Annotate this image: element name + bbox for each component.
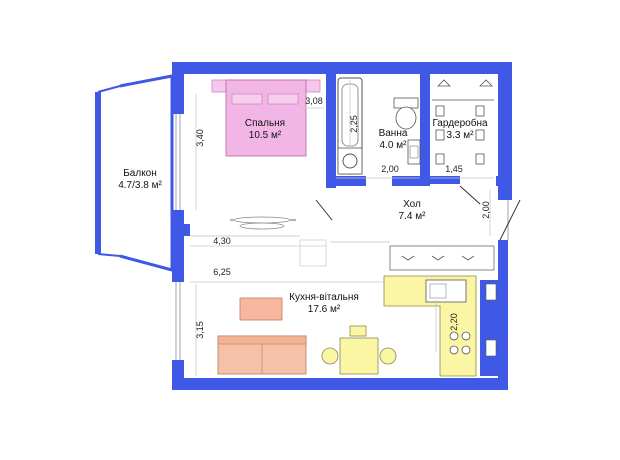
dim-bath-width: 2,00	[381, 164, 399, 174]
bathtub	[337, 77, 363, 175]
dimension-labels: 3,08 3,40 2,25 2,00 1,45 2,00 4,30 6,25 …	[195, 96, 491, 339]
sink	[407, 139, 421, 165]
dim-hall-width: 2,00	[481, 201, 491, 219]
wardrobe-name: Гардеробна	[432, 117, 488, 129]
hall-area: 7.4 м²	[399, 211, 427, 222]
balcony-area: 4.7/3.8 м²	[118, 180, 162, 191]
bedroom-area: 10.5 м²	[249, 130, 282, 141]
toilet	[393, 97, 419, 130]
dim-kitchen-depth: 3,15	[195, 321, 205, 339]
hall-name: Хол	[403, 199, 421, 210]
rug	[239, 297, 283, 321]
dim-bedroom-width: 3,08	[305, 96, 323, 106]
bed	[211, 79, 321, 157]
dim-bath-height: 2,25	[349, 115, 359, 133]
bathroom-area: 4.0 м²	[380, 140, 408, 151]
kitchen-area: 17.6 м²	[308, 304, 341, 315]
dim-wardrobe-width: 1,45	[445, 164, 463, 174]
dim-bedroom-depth: 3,40	[195, 129, 205, 147]
kitchen-counter	[383, 275, 477, 377]
sofa	[217, 335, 307, 375]
balcony-name: Балкон	[123, 168, 157, 179]
bedroom-door	[315, 199, 333, 221]
wardrobe-hangers	[432, 79, 494, 165]
bedroom-cabinet	[230, 216, 296, 230]
room-labels: Спальня 10.5 м² Ванна 4.0 м² Гардеробна …	[118, 117, 488, 315]
dim-corridor-length: 4,30	[213, 236, 231, 246]
dim-kitchen-length: 6,25	[213, 267, 231, 277]
wardrobe-door	[459, 185, 481, 205]
dimension-lines	[190, 80, 494, 376]
corridor-outline	[190, 235, 390, 267]
bathroom-name: Ванна	[379, 128, 408, 139]
walls	[172, 62, 512, 390]
wardrobe-area: 3.3 м²	[447, 130, 475, 141]
kitchen-windows	[485, 283, 497, 357]
balcony	[95, 74, 174, 272]
windows	[175, 114, 509, 360]
dim-counter-length: 2,20	[449, 313, 459, 331]
entrance-door	[499, 199, 521, 241]
dining-table	[321, 325, 397, 375]
kitchen-name: Кухня-вітальня	[289, 292, 359, 303]
hall-shelf	[389, 245, 495, 271]
bedroom-name: Спальня	[245, 118, 285, 129]
